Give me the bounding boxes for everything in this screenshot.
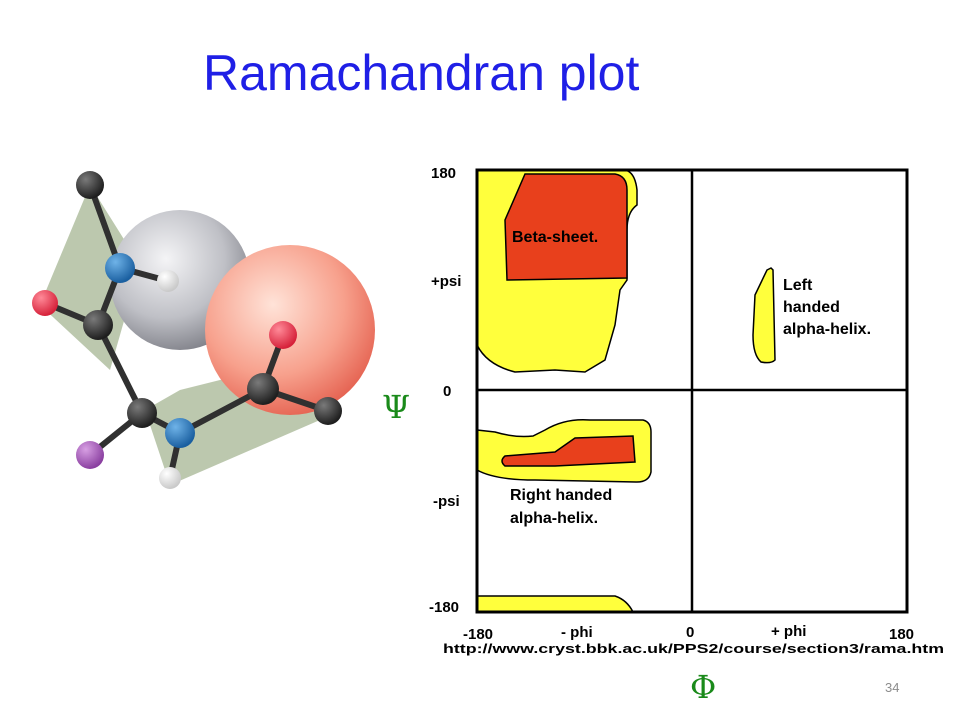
- phi-symbol: Φ: [690, 668, 717, 706]
- x-tick-neg-180: -180: [463, 626, 493, 643]
- favored-region-right-helix: [501, 435, 636, 467]
- x-tick-180: 180: [889, 626, 914, 643]
- y-tick-pos-psi: +psi: [431, 273, 461, 290]
- x-tick-pos-phi: + phi: [771, 623, 806, 640]
- oxygen-atom: [269, 321, 297, 349]
- y-tick-180: 180: [431, 165, 456, 182]
- source-url: http://www.cryst.bbk.ac.uk/PPS2/course/s…: [443, 642, 945, 656]
- allowed-region-left-helix: [752, 267, 776, 364]
- carbon-atom: [76, 171, 104, 199]
- hydrogen-atom: [157, 270, 179, 292]
- right-helix-label-1: Right handed: [510, 487, 612, 504]
- hydrogen-atom: [159, 467, 181, 489]
- nitrogen-atom: [165, 418, 195, 448]
- alpha-carbon-atom: [127, 398, 157, 428]
- x-tick-neg-phi: - phi: [561, 624, 593, 641]
- left-helix-label-2: handed: [783, 299, 840, 316]
- page-number: 34: [885, 680, 900, 695]
- slide-title: Ramachandran plot: [203, 45, 640, 101]
- allowed-region-bottom: [476, 595, 635, 613]
- y-tick-neg-psi: -psi: [433, 493, 460, 510]
- carbon-atom: [314, 397, 342, 425]
- left-helix-label-1: Left: [783, 277, 813, 294]
- oxygen-atom: [32, 290, 58, 316]
- carbon-atom: [83, 310, 113, 340]
- favored-region-beta: [504, 173, 628, 281]
- peptide-molecule-illustration: [32, 171, 375, 489]
- y-tick-neg-180: -180: [429, 599, 459, 616]
- beta-sheet-label: Beta-sheet.: [512, 229, 598, 246]
- peptide-plane-left: [40, 185, 140, 370]
- y-tick-0: 0: [443, 383, 451, 400]
- left-helix-label-3: alpha-helix.: [783, 321, 871, 338]
- right-helix-label-2: alpha-helix.: [510, 510, 598, 527]
- x-tick-0: 0: [686, 624, 694, 641]
- carbon-atom: [247, 373, 279, 405]
- side-chain-atom: [76, 441, 104, 469]
- ramachandran-plot: Beta-sheet. Left handed alpha-helix. Rig…: [429, 165, 945, 656]
- psi-symbol: Ψ: [382, 388, 411, 426]
- nitrogen-atom: [105, 253, 135, 283]
